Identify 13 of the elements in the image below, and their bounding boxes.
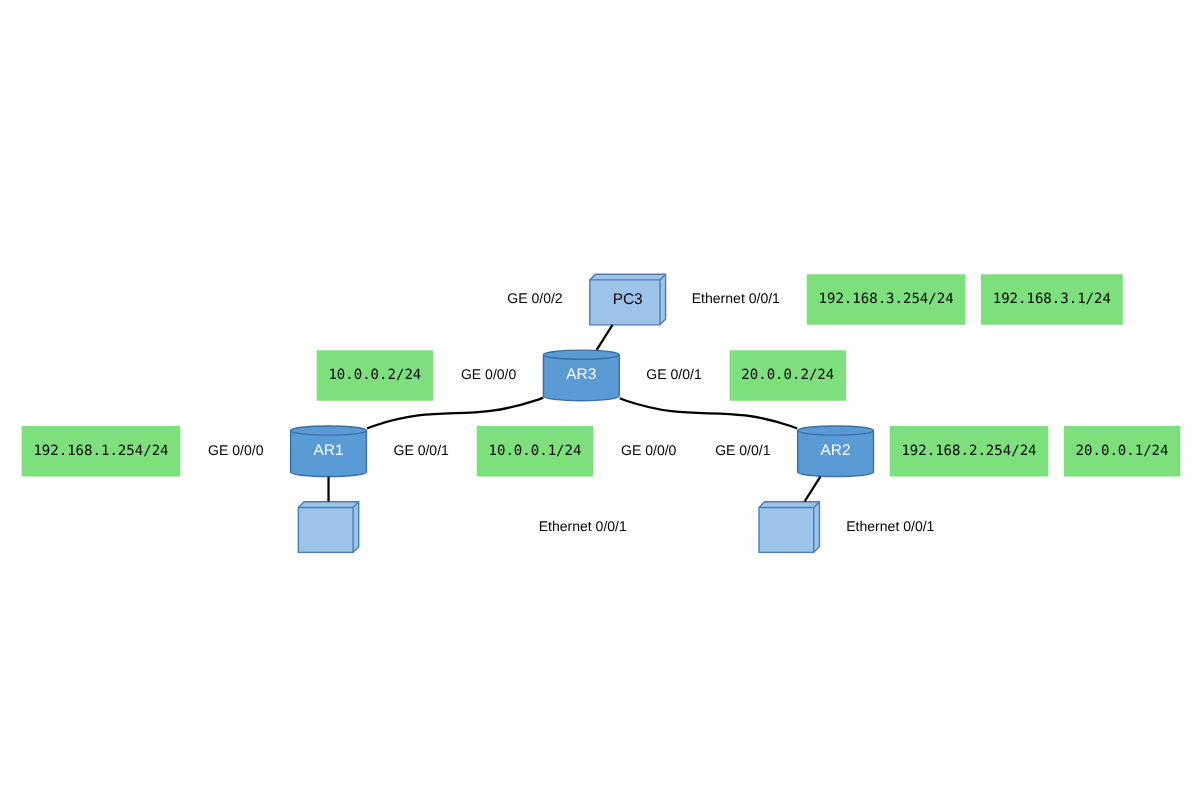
label: 20.0.0.2/24 — [741, 363, 835, 382]
connector — [366, 395, 544, 429]
label: 192.168.2.254/24 — [901, 439, 1037, 458]
label: 192.168.3.1/24 — [992, 288, 1111, 307]
connector — [619, 396, 798, 429]
label: 10.0.0.1/24 — [488, 439, 582, 458]
label: 192.168.3.254/24 — [818, 288, 954, 307]
connector — [327, 475, 330, 501]
connector — [803, 474, 822, 502]
label: 10.0.0.2/24 — [328, 363, 422, 382]
label: 192.168.1.254/24 — [33, 439, 169, 458]
connector — [595, 323, 614, 350]
label: 20.0.0.1/24 — [1075, 439, 1169, 458]
